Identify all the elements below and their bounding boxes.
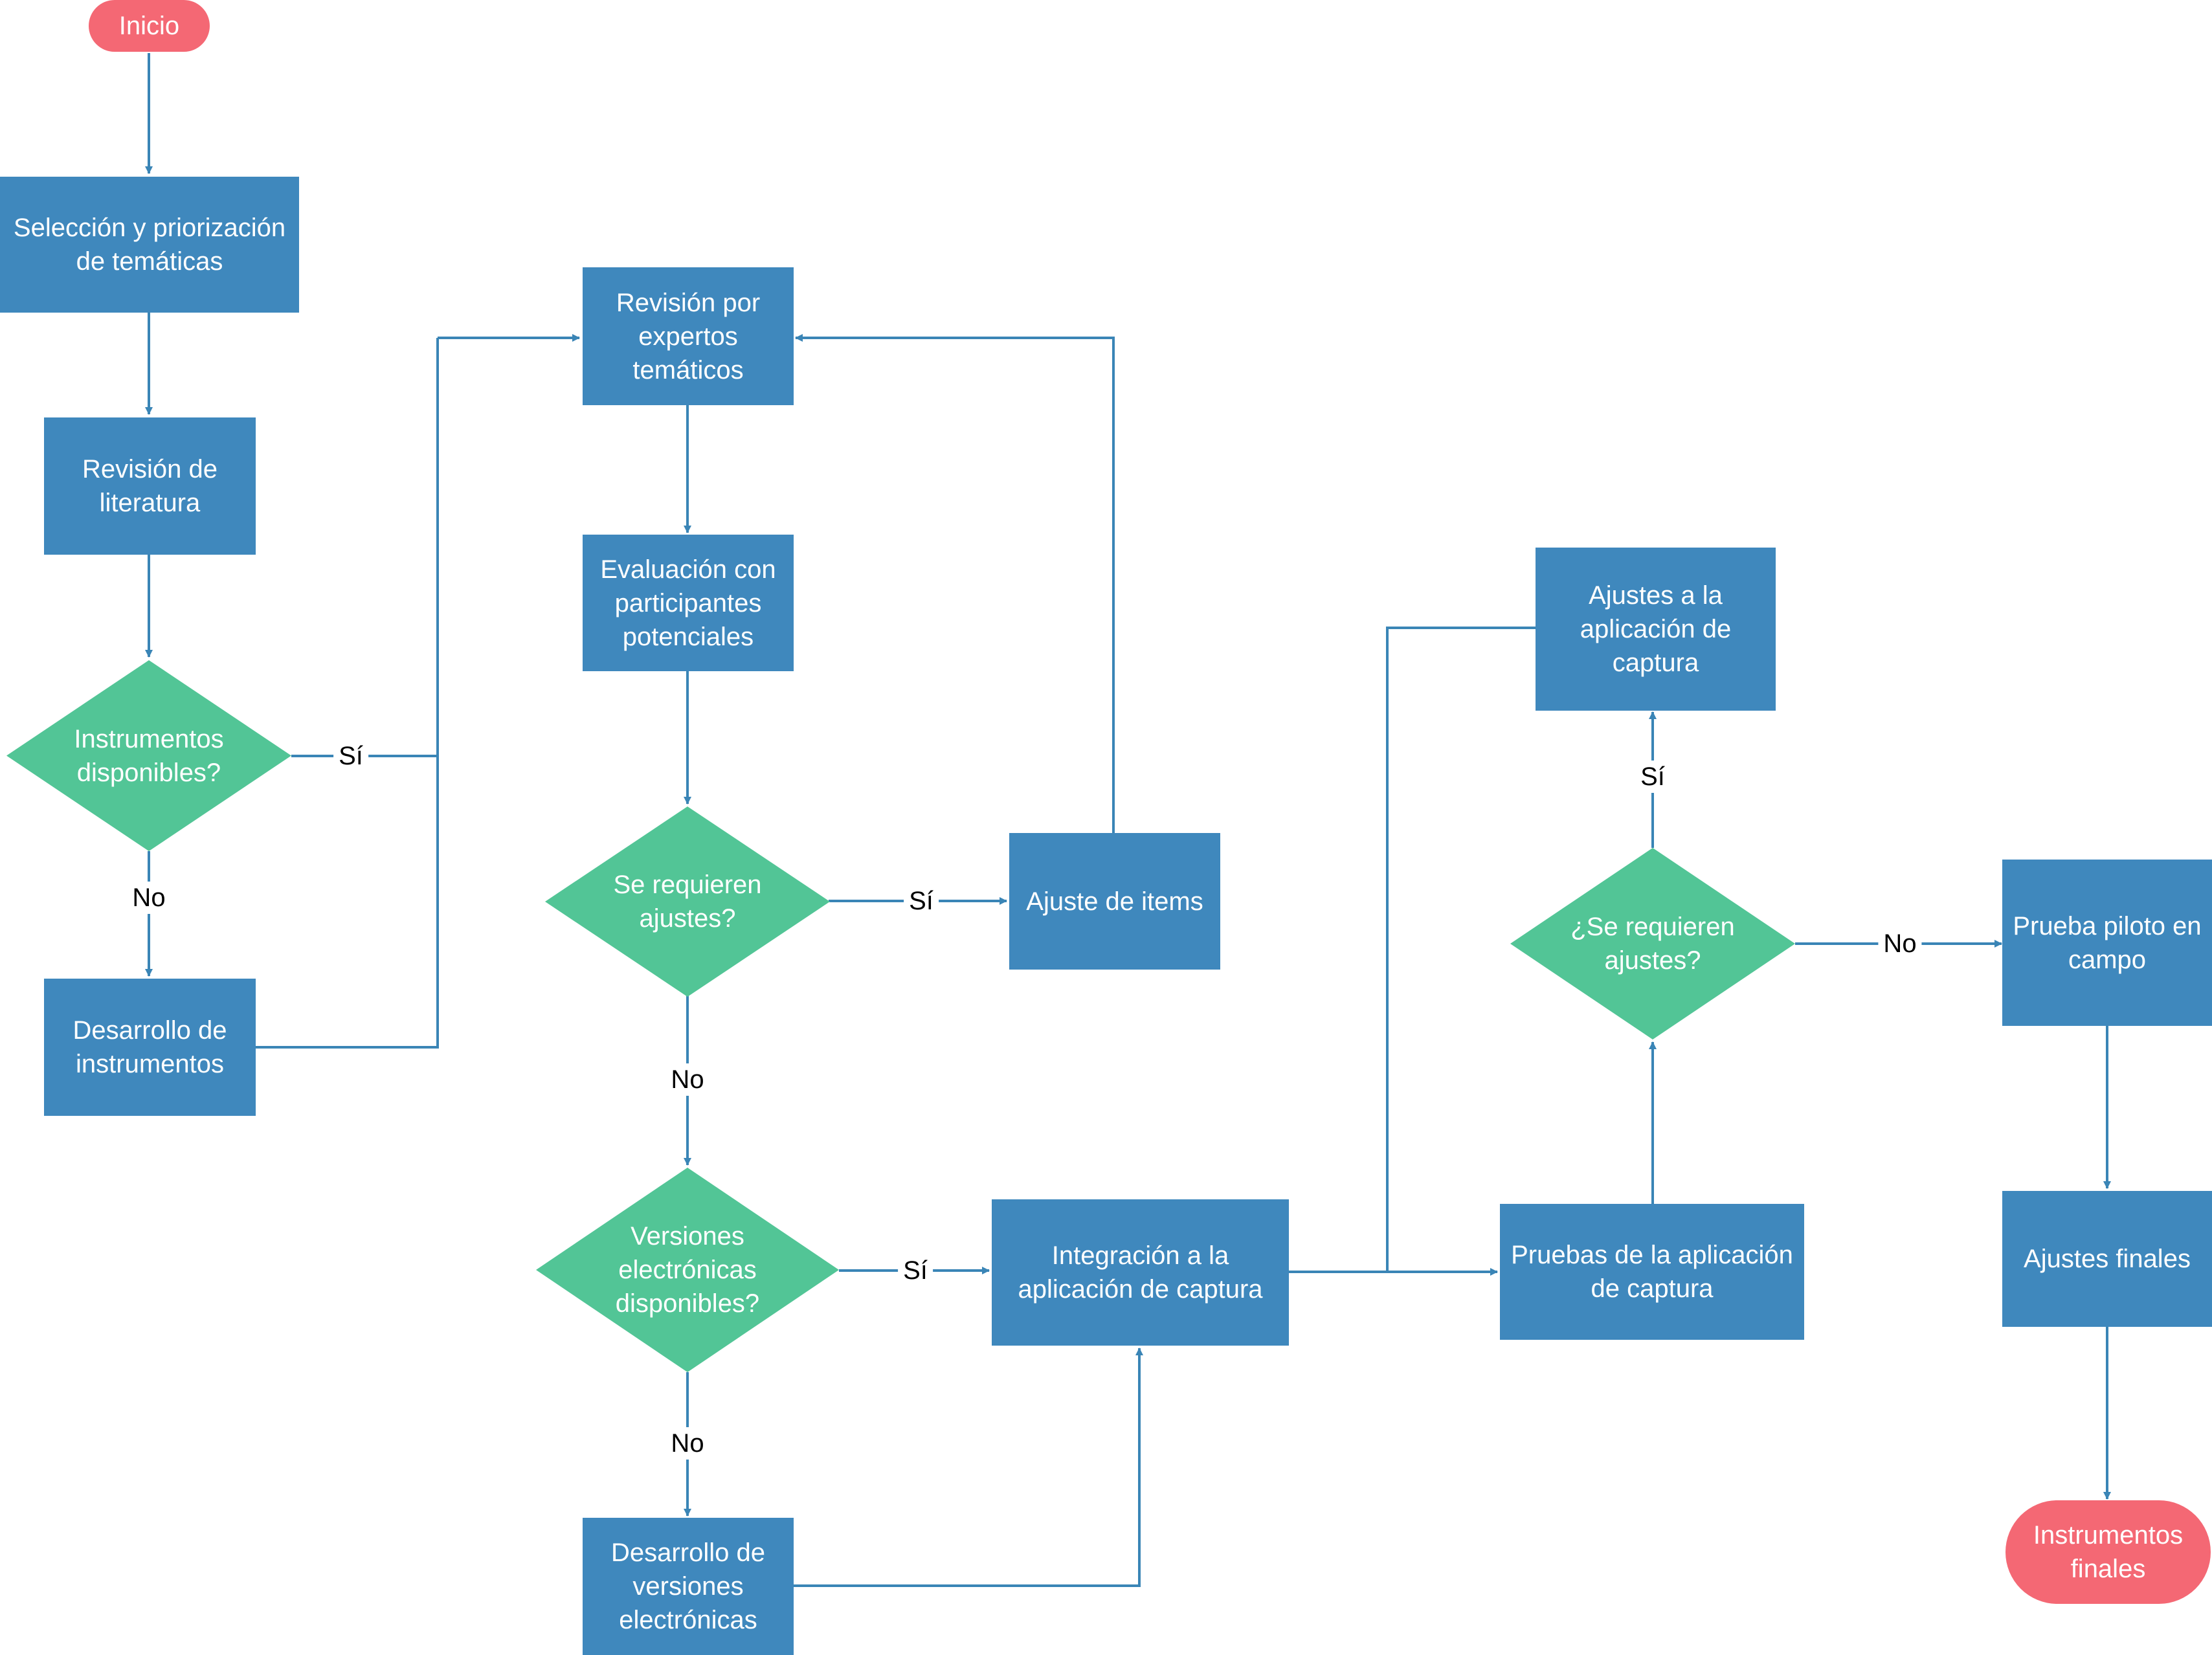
- process-ajustes-finales: Ajustes finales: [2002, 1191, 2212, 1327]
- edge-label-instrumentos-si: Sí: [333, 740, 368, 772]
- decision-instrumentos-disponibles: Instrumentos disponibles?: [6, 660, 291, 851]
- edge-label-ajustes1-si: Sí: [904, 885, 939, 917]
- process-desarrollo-instrumentos: Desarrollo de instrumentos: [44, 979, 256, 1116]
- decision-label: Instrumentos disponibles?: [74, 724, 224, 787]
- edge-label-ajustes1-no: No: [665, 1063, 709, 1096]
- process-desarrollo-versiones: Desarrollo de versiones electrónicas: [583, 1518, 794, 1655]
- process-seleccion-tematicas: Selección y priorización de temáticas: [0, 177, 299, 313]
- edge-desarrollo-to-merge: [256, 338, 439, 1049]
- process-prueba-piloto: Prueba piloto en campo: [2002, 860, 2212, 1026]
- process-evaluacion-participantes: Evaluación con participantes potenciales: [583, 535, 794, 671]
- process-ajustes-aplicacion: Ajustes a la aplicación de captura: [1536, 548, 1776, 711]
- process-integracion-aplicacion: Integración a la aplicación de captura: [992, 1199, 1289, 1346]
- edge-label-ajustes2-si: Sí: [1635, 761, 1670, 793]
- process-pruebas-aplicacion: Pruebas de la aplicación de captura: [1500, 1204, 1804, 1340]
- start-terminal: Inicio: [89, 0, 210, 52]
- edge-label-versiones-si: Sí: [898, 1254, 933, 1287]
- process-revision-expertos: Revisión por expertos temáticos: [583, 267, 794, 405]
- diamond-shape: [536, 1168, 839, 1372]
- end-terminal: Instrumentos finales: [2005, 1500, 2211, 1604]
- diamond-shape: [6, 660, 291, 851]
- decision-versiones-electronicas: Versiones electrónicas disponibles?: [536, 1168, 839, 1372]
- process-revision-literatura: Revisión de literatura: [44, 417, 256, 555]
- edge-label-instrumentos-no: No: [127, 882, 171, 914]
- diamond-shape: [1510, 848, 1795, 1039]
- decision-label: Se requieren ajustes?: [613, 871, 762, 933]
- edge-label-versiones-no: No: [665, 1427, 709, 1460]
- edge-label-ajustes2-no: No: [1878, 927, 1922, 960]
- decision-se-requieren-ajustes-2: ¿Se requieren ajustes?: [1510, 848, 1795, 1039]
- edge-ajustes-aplicacion-to-pruebas-line: [1386, 627, 1536, 1272]
- decision-se-requieren-ajustes-1: Se requieren ajustes?: [545, 806, 830, 997]
- decision-label: ¿Se requieren ajustes?: [1570, 913, 1735, 975]
- diamond-shape: [545, 806, 830, 997]
- decision-label: Versiones electrónicas disponibles?: [615, 1222, 760, 1318]
- edge-desarrollo-versiones-to-integracion: [794, 1348, 1143, 1587]
- process-ajuste-items: Ajuste de items: [1009, 833, 1220, 970]
- edge-ajuste-items-to-expertos: [795, 334, 1115, 833]
